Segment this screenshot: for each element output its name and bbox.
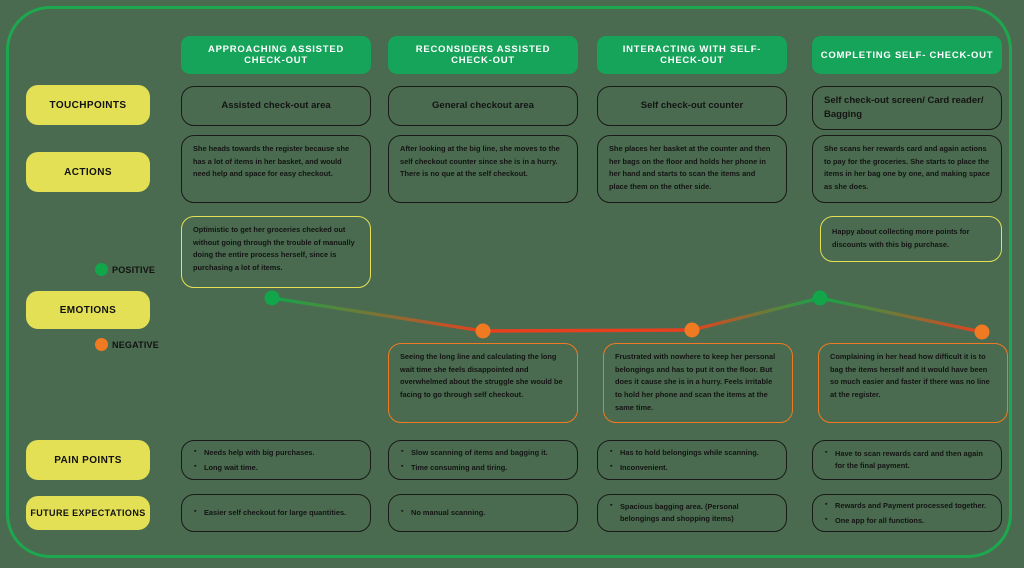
stage-header-1[interactable]: RECONSIDERS ASSISTED CHECK-OUT <box>388 36 578 74</box>
pain-points-list: Slow scanning of items and bagging it. Ti… <box>400 446 548 474</box>
stage-header-label: INTERACTING WITH SELF-CHECK-OUT <box>622 44 762 66</box>
pain-points-card-3[interactable]: Have to scan rewards card and then again… <box>812 440 1002 480</box>
list-item: Slow scanning of items and bagging it. <box>401 446 548 459</box>
future-expectations-card-2[interactable]: Spacious bagging area. (Personal belongi… <box>597 494 787 532</box>
action-card-3[interactable]: She scans her rewards card and again act… <box>812 135 1002 203</box>
emotion-negative-card-2[interactable]: Frustrated with nowhere to keep her pers… <box>603 343 793 423</box>
pain-points-list: Has to hold belongings while scanning. In… <box>609 446 759 474</box>
emotion-point-0 <box>264 290 280 306</box>
list-item: Rewards and Payment processed together. <box>825 499 986 512</box>
list-item: Spacious bagging area. (Personal belongi… <box>610 500 775 525</box>
future-expectations-card-3[interactable]: Rewards and Payment processed together. O… <box>812 494 1002 532</box>
row-label-touchpoints: TOUCHPOINTS <box>26 85 150 125</box>
future-expectations-list: Spacious bagging area. (Personal belongi… <box>609 500 775 525</box>
emotion-positive-card-3[interactable]: Happy about collecting more points for d… <box>820 216 1002 262</box>
action-card-1[interactable]: After looking at the big line, she moves… <box>388 135 578 203</box>
pain-points-card-1[interactable]: Slow scanning of items and bagging it. Ti… <box>388 440 578 480</box>
row-label-future-expectations: FUTURE EXPECTATIONS <box>26 496 150 530</box>
list-item: Has to hold belongings while scanning. <box>610 446 759 459</box>
row-label-text: EMOTIONS <box>59 304 117 316</box>
touchpoint-card-0[interactable]: Assisted check-out area <box>181 86 371 126</box>
pain-points-list: Have to scan rewards card and then again… <box>824 447 990 472</box>
row-label-text: PAIN POINTS <box>54 454 122 466</box>
emotion-positive-text: Happy about collecting more points for d… <box>832 227 970 249</box>
emotion-negative-card-3[interactable]: Complaining in her head how difficult it… <box>818 343 1008 423</box>
touchpoint-text: Self check-out screen/ Card reader/ Bagg… <box>824 95 984 120</box>
action-text: She scans her rewards card and again act… <box>824 144 990 192</box>
pain-points-card-2[interactable]: Has to hold belongings while scanning. In… <box>597 440 787 480</box>
emotion-point-2 <box>684 322 700 338</box>
future-expectations-card-1[interactable]: No manual scanning. <box>388 494 578 532</box>
emotion-point-1 <box>475 323 491 339</box>
row-label-text: ACTIONS <box>64 166 112 178</box>
stage-header-label: COMPLETING SELF- CHECK-OUT <box>820 49 994 61</box>
positive-dot-icon <box>95 263 108 276</box>
emotion-negative-text: Frustrated with nowhere to keep her pers… <box>615 352 776 412</box>
pain-points-card-0[interactable]: Needs help with big purchases. Long wait … <box>181 440 371 480</box>
touchpoint-card-1[interactable]: General checkout area <box>388 86 578 126</box>
list-item: Long wait time. <box>194 461 314 474</box>
list-item: Have to scan rewards card and then again… <box>825 447 990 472</box>
stage-header-2[interactable]: INTERACTING WITH SELF-CHECK-OUT <box>597 36 787 74</box>
row-label-text: TOUCHPOINTS <box>49 99 127 111</box>
future-expectations-list: No manual scanning. <box>400 506 485 519</box>
list-item: Time consuming and tiring. <box>401 461 548 474</box>
emotion-point-4 <box>974 324 990 340</box>
emotion-positive-text: Optimistic to get her groceries checked … <box>193 225 355 273</box>
row-label-text: FUTURE EXPECTATIONS <box>30 508 146 518</box>
stage-header-label: RECONSIDERS ASSISTED CHECK-OUT <box>415 44 551 66</box>
pain-points-list: Needs help with big purchases. Long wait … <box>193 446 315 474</box>
stage-header-3[interactable]: COMPLETING SELF- CHECK-OUT <box>812 36 1002 74</box>
list-item: Inconvenient. <box>610 461 759 474</box>
legend-negative-label: NEGATIVE <box>112 339 159 350</box>
stage-header-0[interactable]: APPROACHING ASSISTED CHECK-OUT <box>181 36 371 74</box>
emotion-negative-text: Seeing the long line and calculating the… <box>400 352 563 400</box>
negative-dot-icon <box>95 338 108 351</box>
action-text: She places her basket at the counter and… <box>609 144 771 192</box>
action-card-2[interactable]: She places her basket at the counter and… <box>597 135 787 203</box>
emotion-point-3 <box>812 290 828 306</box>
list-item: No manual scanning. <box>401 506 485 519</box>
emotion-positive-card-0[interactable]: Optimistic to get her groceries checked … <box>181 216 371 288</box>
list-item: Needs help with big purchases. <box>194 446 315 459</box>
legend-positive: POSITIVE <box>95 263 155 276</box>
touchpoint-card-3[interactable]: Self check-out screen/ Card reader/ Bagg… <box>812 86 1002 130</box>
action-card-0[interactable]: She heads towards the register because s… <box>181 135 371 203</box>
row-label-emotions: EMOTIONS <box>26 291 150 329</box>
action-text: She heads towards the register because s… <box>193 144 350 179</box>
legend-positive-label: POSITIVE <box>112 264 156 275</box>
emotion-negative-text: Complaining in her head how difficult it… <box>830 352 990 400</box>
touchpoint-text: Self check-out counter <box>640 100 744 112</box>
stage-header-label: APPROACHING ASSISTED CHECK-OUT <box>207 44 345 66</box>
list-item: One app for all functions. <box>825 514 986 527</box>
emotion-negative-card-1[interactable]: Seeing the long line and calculating the… <box>388 343 578 423</box>
touchpoint-text: General checkout area <box>432 100 534 112</box>
legend-negative: NEGATIVE <box>95 338 159 351</box>
future-expectations-card-0[interactable]: Easier self checkout for large quantitie… <box>181 494 371 532</box>
future-expectations-list: Rewards and Payment processed together. O… <box>824 499 986 527</box>
row-label-actions: ACTIONS <box>26 152 150 192</box>
list-item: Easier self checkout for large quantitie… <box>194 506 346 519</box>
touchpoint-card-2[interactable]: Self check-out counter <box>597 86 787 126</box>
row-label-pain-points: PAIN POINTS <box>26 440 150 480</box>
touchpoint-text: Assisted check-out area <box>221 100 331 112</box>
action-text: After looking at the big line, she moves… <box>400 144 560 179</box>
future-expectations-list: Easier self checkout for large quantitie… <box>193 506 346 519</box>
